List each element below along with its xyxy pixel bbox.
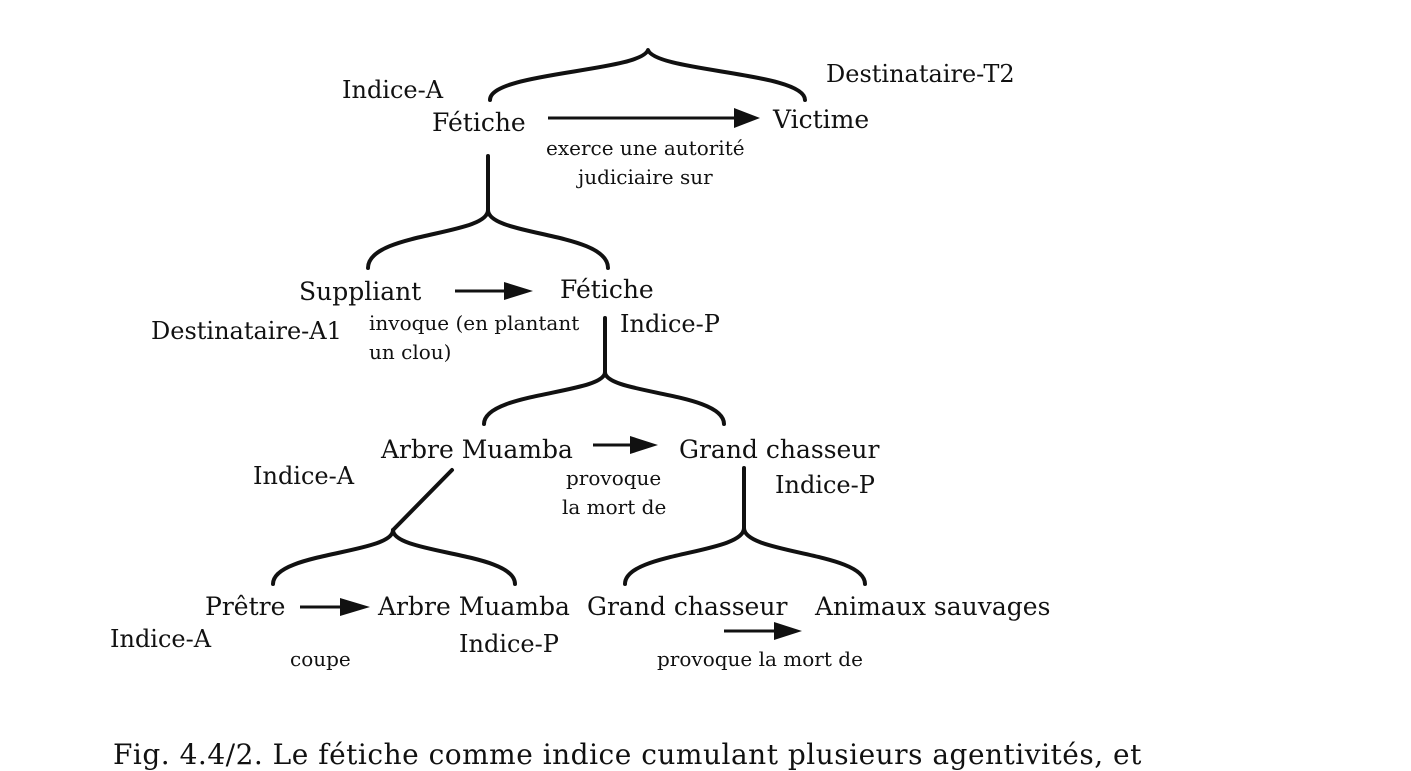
level1-verb-line1: exerce une autorité bbox=[546, 136, 745, 160]
level4-right-verb: provoque la mort de bbox=[657, 647, 863, 671]
level4-right-agent: Grand chasseur bbox=[587, 592, 788, 621]
brace-level4-right bbox=[623, 526, 867, 586]
level4-left-agent: Prêtre bbox=[205, 592, 286, 621]
brace-level2 bbox=[366, 208, 610, 270]
brace-level1 bbox=[488, 48, 807, 102]
level1-patient-role: Destinataire-T2 bbox=[826, 60, 1015, 88]
level2-verb-line2: un clou) bbox=[369, 340, 452, 364]
level2-agent: Suppliant bbox=[299, 277, 422, 306]
brace-level4-left bbox=[271, 528, 517, 586]
level4-right-patient: Animaux sauvages bbox=[815, 592, 1051, 621]
arrow-level4-right-head bbox=[774, 622, 802, 640]
level2-patient-role: Indice-P bbox=[620, 310, 720, 338]
level4-left-verb: coupe bbox=[290, 647, 351, 671]
level3-verb-line1: provoque bbox=[566, 466, 662, 490]
level3-agent-role: Indice-A bbox=[253, 462, 355, 490]
level3-verb-line2: la mort de bbox=[562, 495, 667, 519]
level1-agent-role: Indice-A bbox=[342, 76, 444, 104]
level2-verb-line1: invoque (en plantant bbox=[369, 311, 580, 335]
level3-agent: Arbre Muamba bbox=[381, 435, 573, 464]
level4-left-patient: Arbre Muamba bbox=[378, 592, 570, 621]
figure-caption: Fig. 4.4/2. Le fétiche comme indice cumu… bbox=[113, 738, 1142, 771]
level3-patient-role: Indice-P bbox=[775, 471, 875, 499]
level1-verb-line2: judiciaire sur bbox=[578, 165, 713, 189]
arrow-level2-head bbox=[504, 282, 533, 300]
level2-agent-role: Destinataire-A1 bbox=[151, 317, 342, 345]
arrow-level4-left-head bbox=[340, 598, 370, 616]
arrow-level3-head bbox=[630, 436, 658, 454]
stem-level3-left bbox=[391, 468, 454, 532]
brace-level3 bbox=[482, 370, 726, 426]
level2-patient: Fétiche bbox=[560, 275, 654, 304]
level4-left-patient-role: Indice-P bbox=[459, 630, 559, 658]
level1-agent: Fétiche bbox=[432, 108, 526, 137]
level1-patient: Victime bbox=[773, 105, 870, 134]
level3-patient: Grand chasseur bbox=[679, 435, 880, 464]
arrow-level1-head bbox=[734, 108, 760, 128]
level4-left-agent-role: Indice-A bbox=[110, 625, 212, 653]
